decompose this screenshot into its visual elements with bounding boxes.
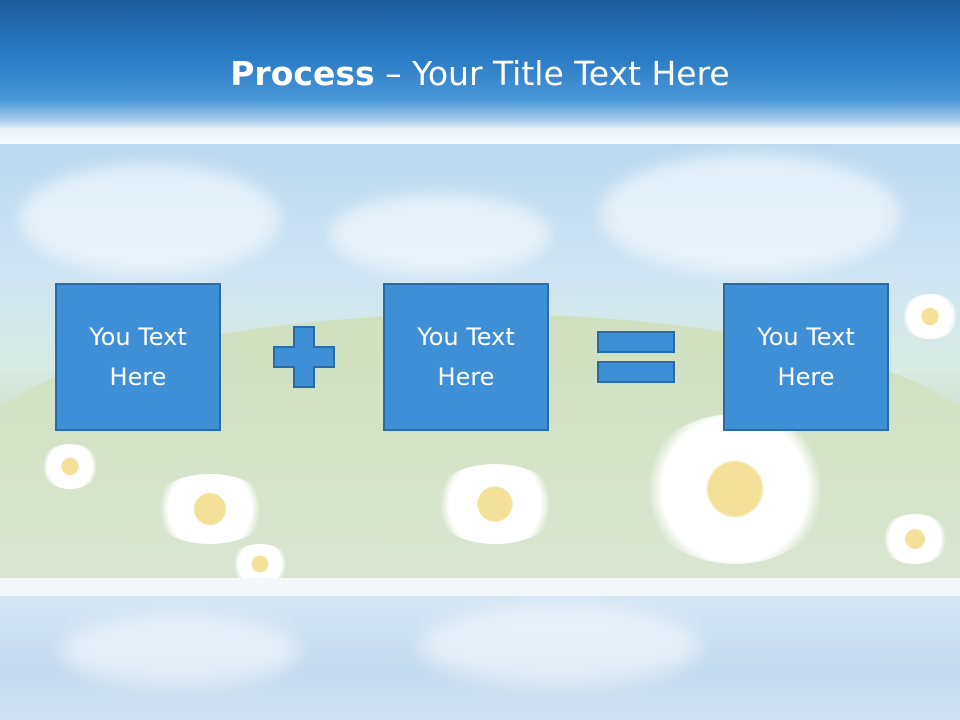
process-step-result-text: You Text Here (757, 323, 855, 391)
equals-icon (597, 331, 675, 383)
process-step-1[interactable]: You Text Here (55, 283, 221, 431)
daisy (150, 474, 270, 544)
bottom-divider (0, 578, 960, 596)
slide-title: Process – Your Title Text Here (0, 52, 960, 96)
daisy (230, 544, 290, 578)
plus-icon (273, 326, 335, 388)
daisy (40, 444, 100, 489)
cloud (20, 164, 280, 274)
daisy (430, 464, 560, 544)
process-step-2[interactable]: You Text Here (383, 283, 549, 431)
title-rest: – Your Title Text Here (374, 54, 730, 93)
title-bar: Process – Your Title Text Here (0, 0, 960, 128)
process-step-result[interactable]: You Text Here (723, 283, 889, 431)
cloud (600, 154, 900, 274)
process-step-1-text: You Text Here (89, 323, 187, 391)
process-step-2-text: You Text Here (417, 323, 515, 391)
bottom-band (0, 596, 960, 720)
background-meadow (0, 144, 960, 578)
cloud (60, 616, 300, 686)
daisy (640, 414, 830, 564)
cloud (420, 606, 700, 686)
daisy (900, 294, 960, 339)
title-bold: Process (230, 54, 375, 93)
cloud (330, 194, 550, 274)
top-divider (0, 128, 960, 144)
daisy (880, 514, 950, 564)
